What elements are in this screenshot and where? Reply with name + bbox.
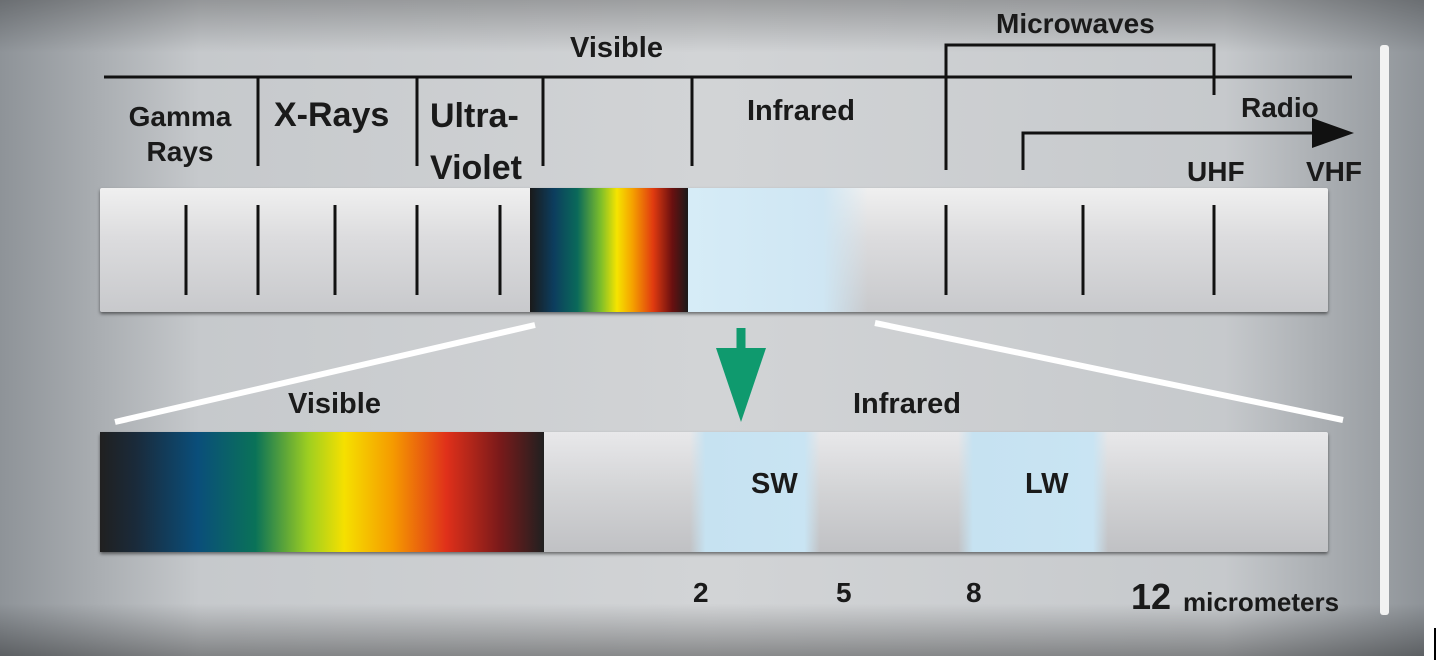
radio-arrow-line [1021,131,1330,170]
scale-tick-8: 8 [966,577,982,608]
panel-edge-highlight [1380,45,1389,615]
zoom-connector-right [874,320,1344,423]
label-gamma-line1: Gamma [128,101,232,132]
label-vhf: VHF [1306,156,1362,187]
label-uv-line1: Ultra- [430,97,519,135]
label-ultraviolet: Ultra- Violet [430,90,522,194]
label-gamma-line2: Rays [146,136,214,167]
label-radio: Radio [1241,92,1319,123]
scale-tick-5: 5 [836,577,852,608]
scale-tick-12: 12 [1131,576,1172,617]
label-uv-line2: Violet [430,149,522,187]
sw-band [690,432,820,552]
lw-band [958,432,1108,552]
label-uhf: UHF [1187,156,1245,187]
label-visible-top: Visible [570,32,663,64]
text-cursor [1434,628,1436,660]
label-gamma-rays: Gamma Rays [118,99,242,169]
radio-arrow-head [1312,118,1354,148]
label-lw: LW [1025,468,1069,500]
label-infrared-bottom: Infrared [853,388,961,420]
label-sw: SW [751,468,798,500]
zoom-connector-left [114,322,536,425]
scale-tick-2: 2 [693,577,709,608]
top-infrared-band [688,188,868,312]
top-visible-band [530,188,688,312]
microwaves-bracket [944,43,1216,95]
label-infrared-top: Infrared [747,95,855,127]
scale-unit: micrometers [1183,587,1340,617]
label-microwaves: Microwaves [996,8,1155,39]
label-x-rays: X-Rays [274,96,390,134]
green-arrow-head [716,348,766,422]
label-visible-bottom: Visible [288,388,381,420]
bottom-visible-band [100,432,544,552]
